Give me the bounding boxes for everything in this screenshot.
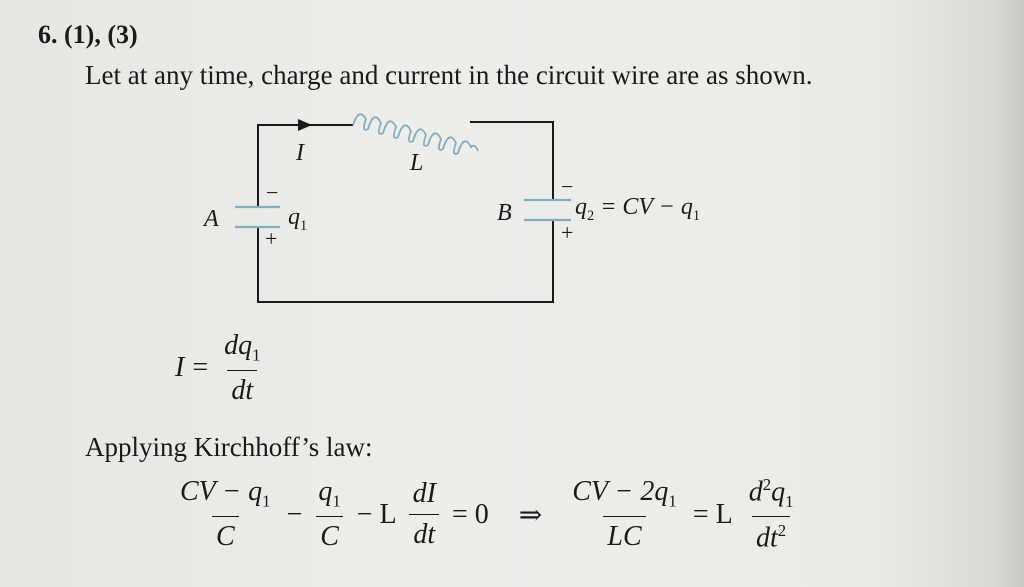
wire-left-top	[257, 124, 353, 207]
wire-bottom	[257, 220, 554, 303]
capacitor-b-label: B	[497, 200, 512, 226]
term3-num: dI	[412, 478, 436, 510]
current-label: I	[296, 140, 304, 166]
inductor-coil-icon	[352, 113, 479, 155]
equals-L: = L	[692, 498, 733, 530]
eq1-lhs: I	[175, 352, 185, 384]
term5-den: dt	[756, 522, 778, 554]
q-subscript: 1	[692, 207, 701, 224]
term1-den: C	[211, 515, 239, 553]
q-symbol: q	[575, 194, 587, 220]
term3-den: dt	[409, 514, 440, 551]
intro-text: Let at any time, charge and current in t…	[85, 60, 813, 90]
question-number: 6. (1), (3)	[38, 20, 138, 50]
equals-zero: = 0	[451, 498, 489, 530]
term4-den: LC	[603, 515, 646, 553]
capacitor-a-charge: q1	[288, 204, 307, 235]
term5-d: d	[748, 476, 763, 508]
minus-sign: −	[286, 498, 303, 530]
charge-expression: = CV − q	[600, 194, 693, 220]
eq1-num: dq	[224, 330, 253, 361]
capacitor-a-minus: −	[266, 180, 279, 205]
q-symbol: q	[288, 204, 300, 230]
term2-sub: 1	[332, 491, 341, 511]
inductor-label: L	[410, 150, 424, 176]
capacitor-b-charge: q2 = CV − q1	[575, 194, 700, 225]
capacitor-b-plus: +	[561, 220, 574, 245]
term5-sub: 1	[785, 491, 794, 511]
current-equation: I= dq1 dt	[175, 330, 269, 407]
eq1-num-sub: 1	[252, 345, 261, 365]
term5-q: q	[771, 476, 786, 508]
wire-right-top	[470, 121, 554, 200]
term2-den: C	[316, 515, 343, 553]
term4-sub: 1	[668, 491, 677, 511]
term1-num: CV − q	[180, 476, 263, 508]
q-subscript: 2	[587, 207, 595, 224]
implies-icon: ⇒	[518, 499, 543, 531]
eq1-fraction: dq1 dt	[220, 330, 264, 407]
question-number-text: 6.	[38, 20, 58, 49]
capacitor-a-plus: +	[265, 226, 278, 251]
question-answers: (1), (3)	[64, 20, 138, 49]
capacitor-b-minus: −	[561, 174, 574, 199]
minus-L: − L	[356, 498, 397, 530]
term4-num: CV − 2q	[572, 476, 669, 508]
term5-den-sup: 2	[777, 520, 787, 540]
term2-num: q	[318, 476, 333, 508]
capacitor-a-label: A	[204, 206, 219, 232]
current-arrow-icon	[298, 119, 312, 131]
kirchhoff-heading: Applying Kirchhoff’s law:	[85, 432, 373, 462]
eq1-den: dt	[227, 369, 258, 407]
eq1-equals: =	[192, 352, 209, 384]
q-subscript: 1	[300, 217, 308, 234]
term5-sup: 2	[762, 475, 772, 494]
term1-sub: 1	[262, 491, 271, 511]
term3-fraction: dI dt	[409, 478, 440, 551]
